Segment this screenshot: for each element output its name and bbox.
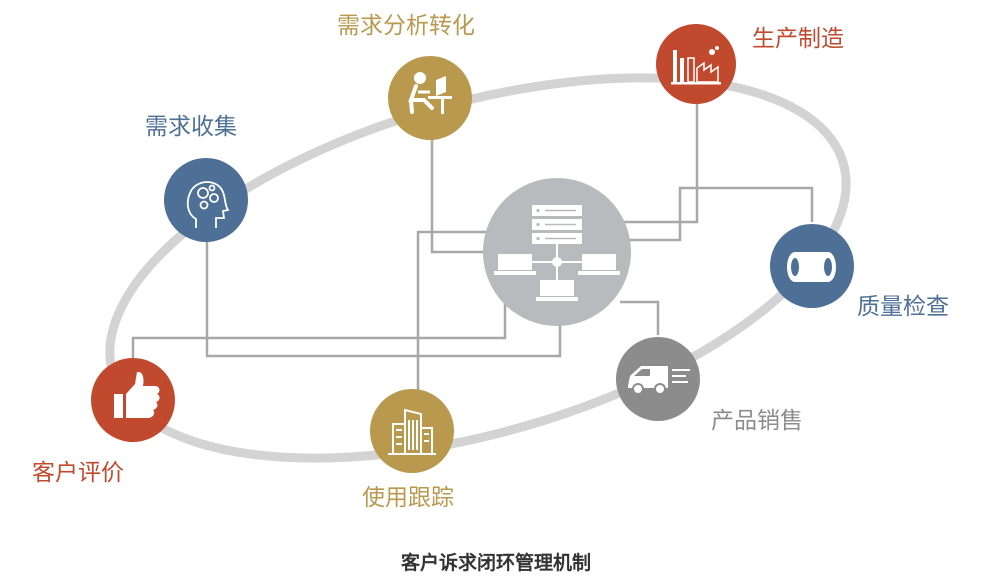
connector-quality (622, 186, 814, 242)
node-product-sales (616, 337, 700, 421)
connector-lines (131, 100, 814, 395)
server-network-icon (494, 205, 620, 301)
label-production: 生产制造 (752, 26, 844, 52)
connector-sales (620, 300, 660, 335)
node-production (656, 24, 736, 104)
person-at-computer-icon (408, 72, 452, 114)
connector-demand-collection (205, 240, 562, 358)
building-icon (388, 408, 436, 455)
thumbs-up-icon (114, 371, 160, 418)
label-demand-collection: 需求收集 (145, 114, 237, 140)
label-demand-analysis: 需求分析转化 (337, 13, 475, 39)
label-product-sales: 产品销售 (711, 408, 803, 434)
label-quality-check: 质量检查 (857, 294, 949, 320)
connector-usage-tracking (416, 230, 492, 395)
node-customer-review (91, 358, 175, 442)
factory-icon (671, 46, 721, 85)
head-gears-icon (186, 181, 230, 228)
orbit-ellipse (105, 73, 851, 463)
node-demand-collection (164, 158, 248, 242)
node-usage-tracking (370, 389, 454, 473)
diagram-caption: 客户诉求闭环管理机制 (400, 552, 591, 574)
connector-demand-analysis (430, 140, 490, 254)
label-customer-review: 客户评价 (32, 460, 124, 486)
node-quality-check (770, 224, 854, 308)
node-demand-analysis (388, 56, 472, 140)
label-usage-tracking: 使用跟踪 (362, 485, 454, 511)
connector-production (620, 100, 699, 224)
connector-customer-review (131, 290, 507, 360)
hub-node (483, 178, 631, 326)
delivery-van-icon (628, 366, 690, 395)
cylinder-roll-icon (787, 252, 836, 282)
